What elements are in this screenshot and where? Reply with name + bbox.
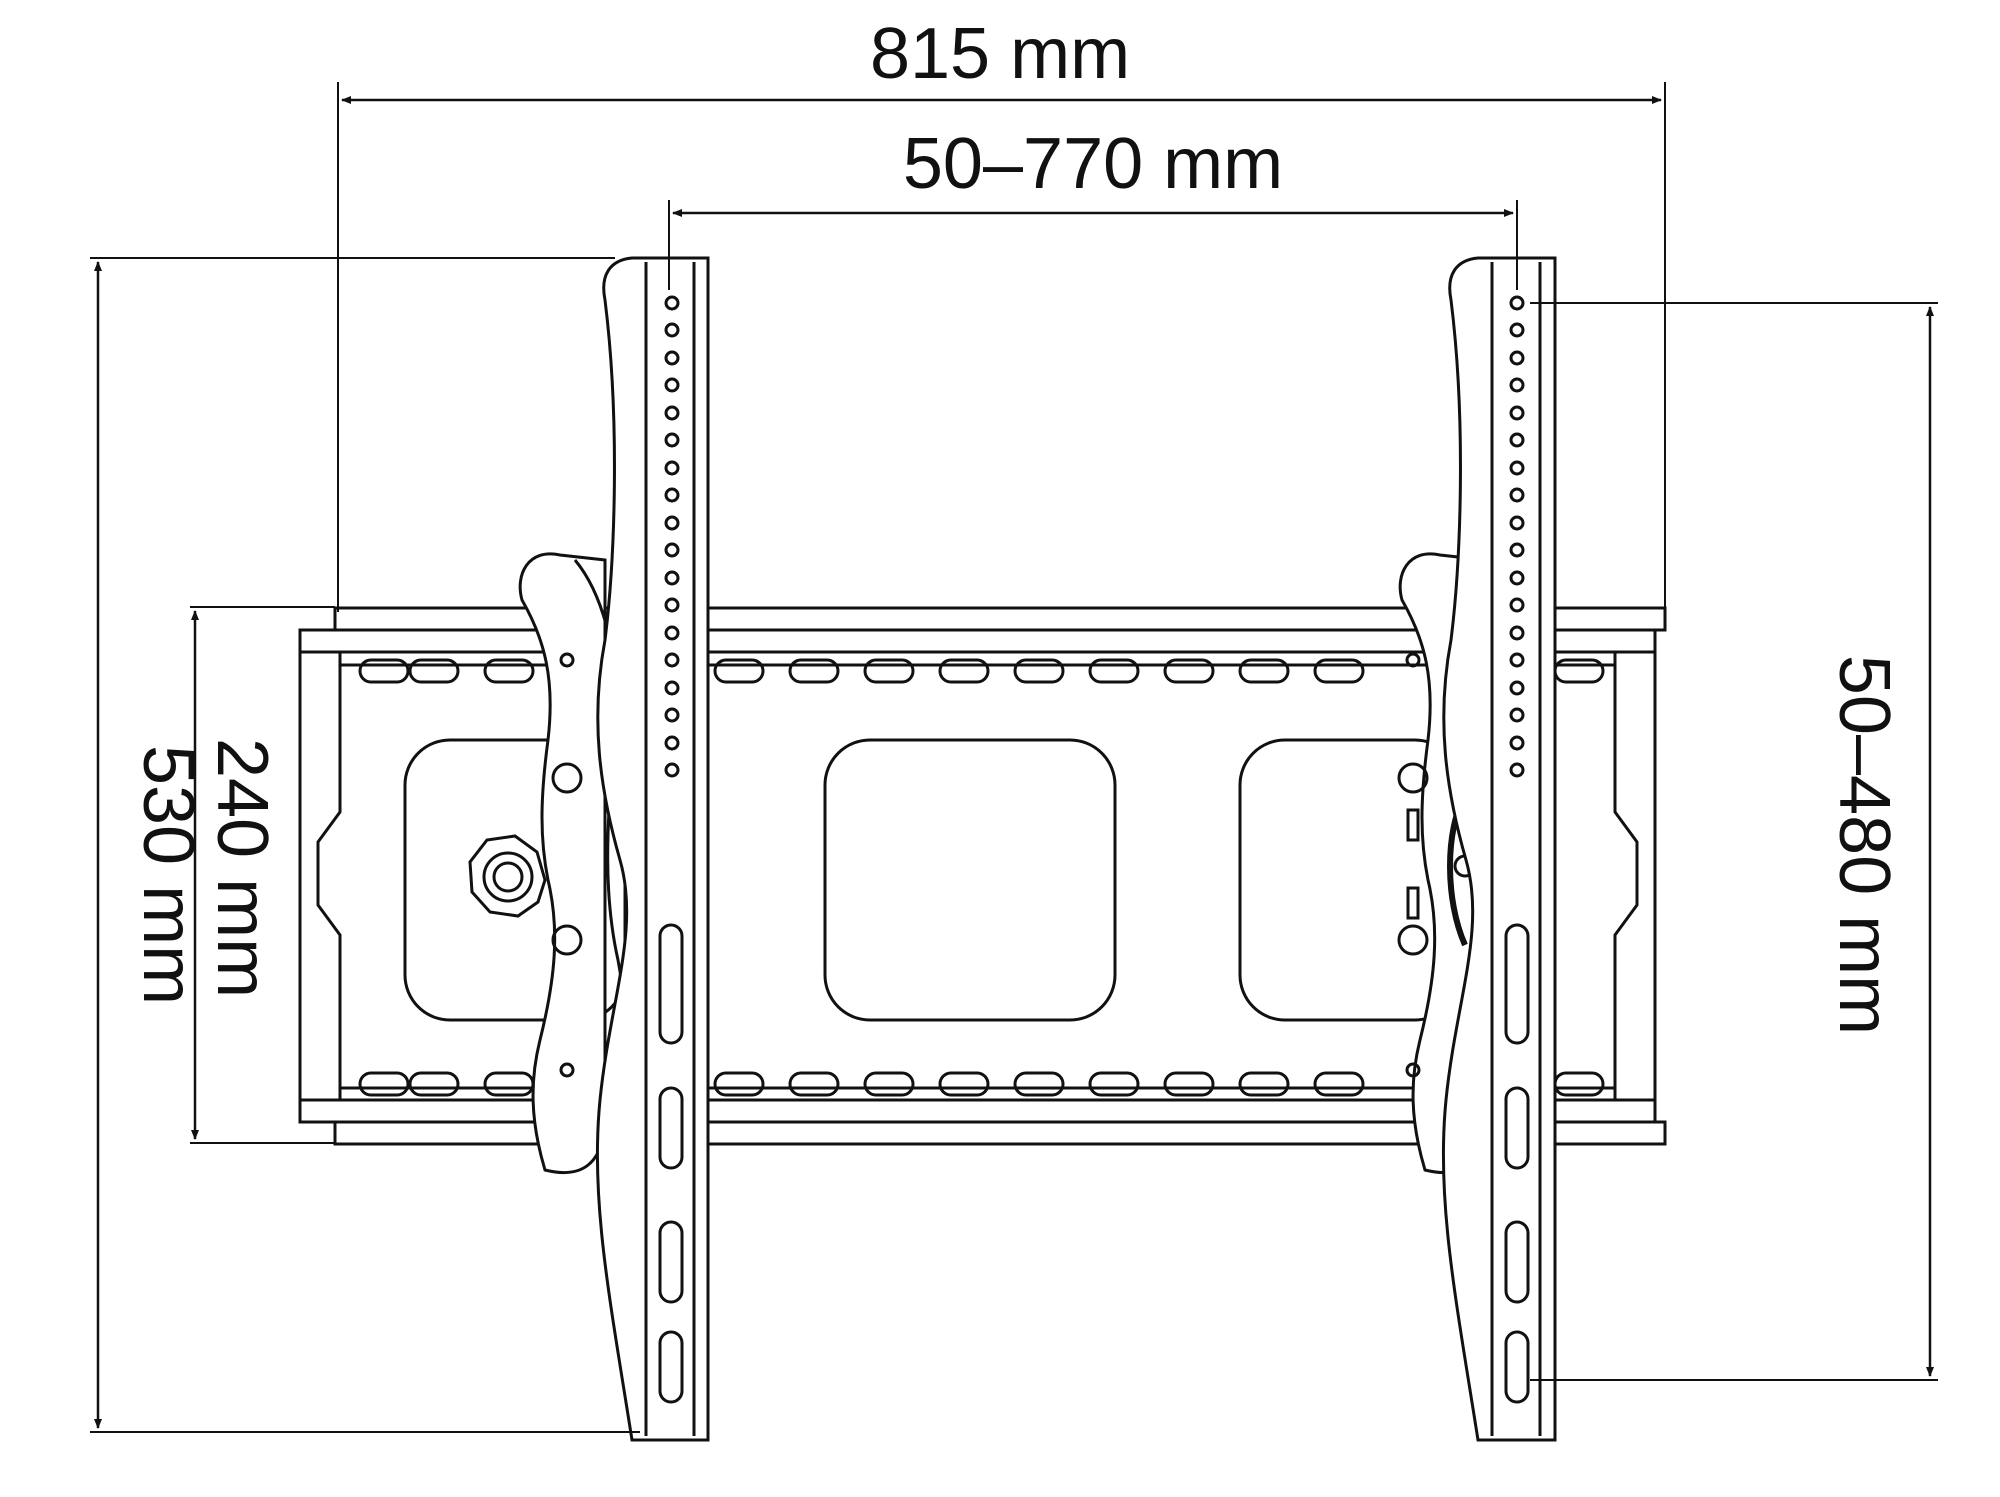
extension-lines (90, 82, 1938, 1433)
left-vertical-arm (595, 256, 710, 1442)
overall-height-label: 530 mm (128, 745, 208, 1005)
left-arm-holes (664, 295, 680, 778)
overall-width-label: 815 mm (870, 14, 1130, 94)
wall-plate-height-label: 240 mm (202, 738, 282, 998)
vesa-horizontal-label: 50–770 mm (903, 124, 1283, 204)
plate-slots-top (358, 658, 1605, 684)
plate-cutout-center (823, 738, 1117, 1022)
tilt-knob-icon[interactable] (468, 834, 547, 918)
right-arm-holes (1509, 295, 1525, 778)
vesa-vertical-label: 50–480 mm (1824, 655, 1904, 1035)
right-vertical-arm (1441, 256, 1557, 1442)
